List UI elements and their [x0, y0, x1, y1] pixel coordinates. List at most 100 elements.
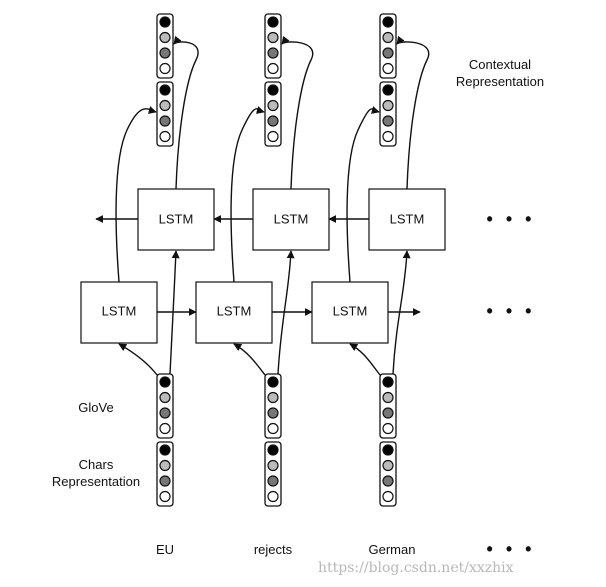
- char-vector-3: [379, 441, 397, 507]
- context-vector-top-2-cell-4: [267, 62, 279, 75]
- forward-lstm-box-1: [80, 281, 158, 344]
- char-vector-3-cell-4: [382, 490, 394, 503]
- input-to-forward-lstm-2: [233, 343, 266, 376]
- forward-lstm-to-context-2: [230, 106, 265, 283]
- context-vector-top-3: [379, 13, 397, 79]
- ellipsis-backward-row: • • •: [487, 209, 536, 229]
- char-vector-1-cell-1: [159, 444, 171, 456]
- context-vector-top-1-cell-4: [159, 62, 171, 75]
- watermark-text: https://blog.csdn.net/xxzhix: [318, 560, 514, 576]
- context-vector-bottom-3-cell-2: [382, 99, 394, 112]
- glove-vector-2-cell-2: [267, 391, 279, 404]
- glove-vector-1-cell-1: [159, 376, 171, 388]
- context-vector-bottom-2: [264, 81, 282, 147]
- forward-lstm-to-context-1: [115, 106, 157, 283]
- char-vector-2: [264, 441, 282, 507]
- char-vector-2-cell-4: [267, 490, 279, 503]
- backward-lstm-label-2: LSTM: [274, 211, 309, 226]
- context-vector-top-3-cell-3: [382, 47, 394, 59]
- glove-vector-3-cell-1: [382, 376, 394, 388]
- context-vector-top-1-frame: [156, 13, 174, 79]
- char-vector-3-cell-3: [382, 475, 394, 487]
- forward-lstm-label-1: LSTM: [102, 303, 137, 318]
- forward-lstm-label-2: LSTM: [217, 303, 252, 318]
- context-vector-top-3-frame: [379, 13, 397, 79]
- input-to-forward-lstm-1: [118, 343, 158, 376]
- glove-vector-3: [379, 373, 397, 439]
- context-vector-bottom-1-frame: [156, 81, 174, 147]
- backward-lstm-to-context-2: [281, 35, 314, 190]
- context-vector-top-2: [264, 13, 282, 79]
- input-to-backward-lstm-2: [277, 250, 295, 375]
- char-vector-2-cell-1: [267, 444, 279, 456]
- input-to-backward-lstm-1: [169, 250, 180, 375]
- ellipsis-words: • • •: [487, 539, 536, 559]
- context-vector-top-3-cell-1: [382, 16, 394, 28]
- context-vector-top-1-cell-2: [159, 31, 171, 44]
- backward-lstm-box-1: [137, 188, 215, 251]
- word-3: German: [369, 542, 416, 557]
- glove-vector-2: [264, 373, 282, 439]
- char-vector-1-cell-2: [159, 459, 171, 472]
- glove-vector-2-cell-3: [267, 407, 279, 419]
- char-vector-1: [156, 441, 174, 507]
- glove-vector-3-cell-2: [382, 391, 394, 404]
- word-2: rejects: [254, 542, 293, 557]
- contextual-label-line1: Contextual: [469, 57, 531, 72]
- forward-lstm-label-3: LSTM: [333, 303, 368, 318]
- forward-lstm-box-2: [195, 281, 273, 344]
- backward-lstm-to-context-1: [173, 35, 199, 190]
- char-vector-3-cell-2: [382, 459, 394, 472]
- backward-lstm-label-1: LSTM: [159, 211, 194, 226]
- glove-vector-1: [156, 373, 174, 439]
- context-vector-top-1: [156, 13, 174, 79]
- connectors: [95, 35, 430, 376]
- forward-lstm-box-3: [311, 281, 389, 344]
- glove-vector-3-cell-3: [382, 407, 394, 419]
- backward-lstm-box-2: [252, 188, 330, 251]
- glove-vector-2-cell-4: [267, 422, 279, 435]
- context-vector-bottom-3: [379, 81, 397, 147]
- backward-lstm-label-3: LSTM: [390, 211, 425, 226]
- context-vector-top-2-cell-2: [267, 31, 279, 44]
- glove-vector-3-frame: [379, 373, 397, 439]
- input-to-backward-lstm-3: [392, 250, 411, 375]
- word-1: EU: [156, 542, 174, 557]
- char-vector-1-frame: [156, 441, 174, 507]
- context-vector-bottom-3-cell-3: [382, 115, 394, 127]
- glove-vector-1-frame: [156, 373, 174, 439]
- char-vector-2-frame: [264, 441, 282, 507]
- glove-vector-1-cell-3: [159, 407, 171, 419]
- context-vector-bottom-2-cell-4: [267, 130, 279, 143]
- context-vector-top-2-cell-1: [267, 16, 279, 28]
- context-vector-bottom-3-cell-4: [382, 130, 394, 143]
- chars-label-line2: Representation: [52, 474, 140, 489]
- char-vector-1-cell-3: [159, 475, 171, 487]
- context-vector-bottom-1-cell-1: [159, 84, 171, 96]
- context-vector-top-3-cell-2: [382, 31, 394, 44]
- glove-vector-3-cell-4: [382, 422, 394, 435]
- context-vector-top-3-cell-4: [382, 62, 394, 75]
- char-vector-2-cell-2: [267, 459, 279, 472]
- context-vector-top-1-cell-1: [159, 16, 171, 28]
- glove-vector-1-cell-4: [159, 422, 171, 435]
- char-vector-2-cell-3: [267, 475, 279, 487]
- context-vector-bottom-2-frame: [264, 81, 282, 147]
- context-vector-bottom-1-cell-3: [159, 115, 171, 127]
- input-to-forward-lstm-3: [349, 343, 381, 376]
- glove-vector-2-frame: [264, 373, 282, 439]
- context-vector-bottom-3-frame: [379, 81, 397, 147]
- backward-lstm-to-context-3: [396, 35, 430, 190]
- chars-label-line1: Chars: [79, 457, 114, 472]
- ellipsis-forward-row: • • •: [487, 301, 536, 321]
- context-vector-bottom-2-cell-3: [267, 115, 279, 127]
- glove-vector-2-cell-1: [267, 376, 279, 388]
- context-vector-bottom-1-cell-4: [159, 130, 171, 143]
- context-vector-top-2-cell-3: [267, 47, 279, 59]
- context-vector-bottom-2-cell-2: [267, 99, 279, 112]
- char-vector-3-frame: [379, 441, 397, 507]
- vector-stacks: [156, 13, 397, 507]
- context-vector-top-1-cell-3: [159, 47, 171, 59]
